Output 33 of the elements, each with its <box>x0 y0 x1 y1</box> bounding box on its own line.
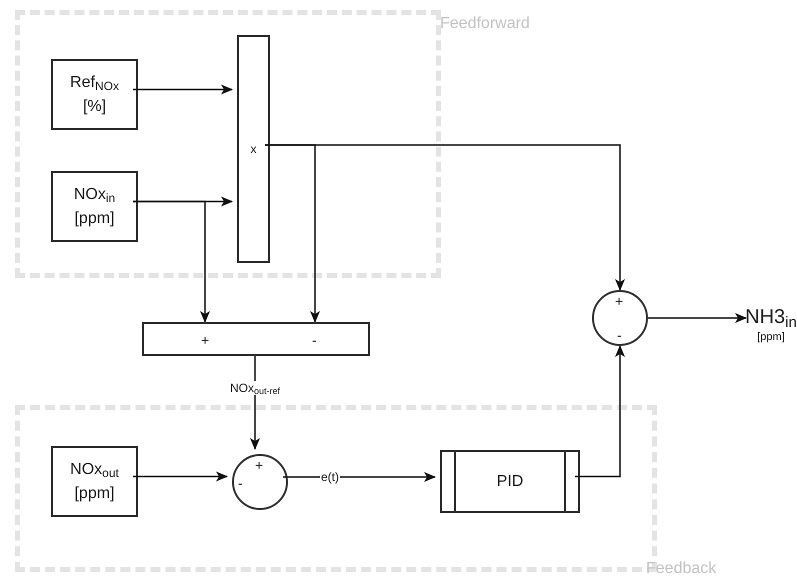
input-block <box>51 446 138 517</box>
arrow <box>648 313 747 323</box>
node-label: [ppm] <box>74 208 114 228</box>
node-label: + <box>615 294 624 308</box>
input-block <box>51 171 138 242</box>
node-label: - <box>238 476 243 490</box>
node-label: - <box>312 331 317 350</box>
edge-label: NOx$_{out-ref}$ <box>229 381 281 395</box>
arrow <box>133 472 228 482</box>
arrow <box>575 345 625 478</box>
pid-controller-block <box>440 450 580 513</box>
edge-label: e(t) <box>320 470 340 484</box>
node-label: PID <box>496 472 524 492</box>
node-label: + <box>255 458 264 472</box>
node-label: NOx$_{out}$ <box>70 460 119 482</box>
node-label: + <box>201 331 210 350</box>
node-label: NOx$_{in}$ <box>74 184 116 206</box>
node-label: Feedback <box>646 559 716 579</box>
input-block <box>51 59 138 130</box>
node-label: [%] <box>82 96 106 116</box>
arrow <box>265 144 625 291</box>
subtractor-block <box>142 322 370 356</box>
arrow <box>133 84 233 94</box>
node-label: Ref$_{NOx}$ <box>70 72 119 94</box>
arrow <box>133 200 210 323</box>
node-label: - <box>617 328 622 342</box>
node-label: Feedforward <box>440 14 530 34</box>
node-label: [ppm] <box>74 484 114 504</box>
arrow <box>283 472 436 482</box>
node-label: [ppm] <box>757 330 785 344</box>
node-label: NH3$_{in}$ <box>745 305 797 330</box>
multiplier-block <box>237 35 270 263</box>
node-label: x <box>250 141 256 158</box>
